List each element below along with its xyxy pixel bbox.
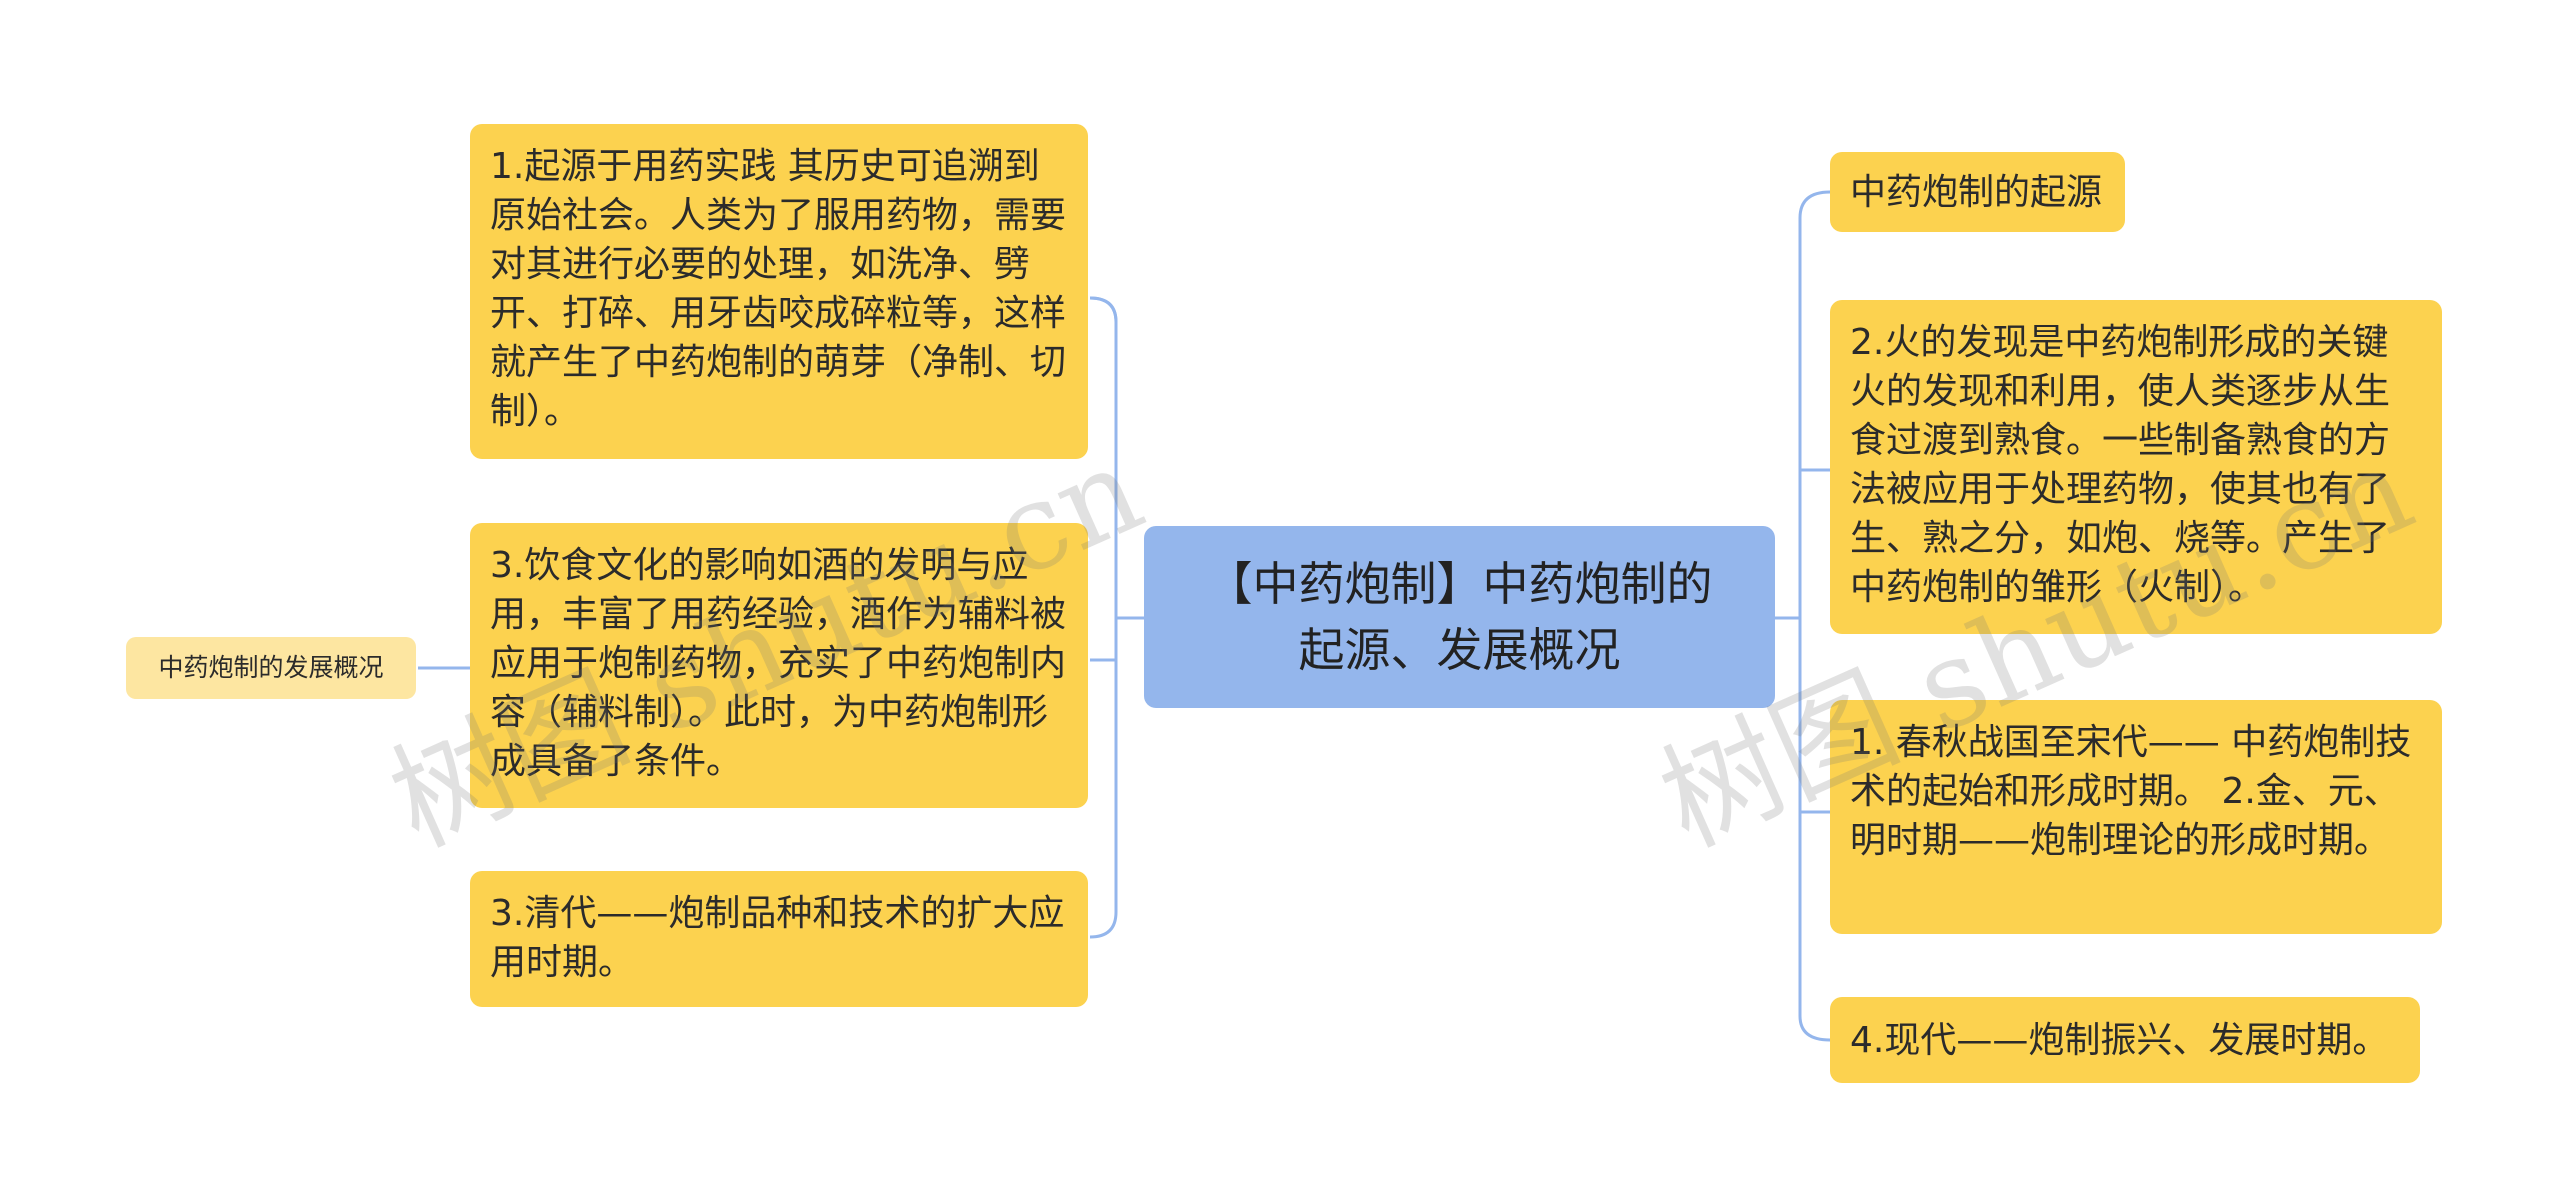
right-node-fire-discovery[interactable]: 2.火的发现是中药炮制形成的关键 火的发现和利用，使人类逐步从生食过渡到熟食。一… xyxy=(1830,300,2442,634)
branch-label-development[interactable]: 中药炮制的发展概况 xyxy=(126,637,416,699)
left-node-text-3: 3.清代——炮制品种和技术的扩大应用时期。 xyxy=(490,893,1065,983)
right-node-text-3: 1. 春秋战国至宋代—— 中药炮制技术的起始和形成时期。 2.金、元、明时期——… xyxy=(1850,722,2412,861)
right-node-spring-autumn[interactable]: 1. 春秋战国至宋代—— 中药炮制技术的起始和形成时期。 2.金、元、明时期——… xyxy=(1830,700,2442,934)
right-node-text-4: 4.现代——炮制振兴、发展时期。 xyxy=(1850,1019,2389,1061)
left-node-qing-dynasty[interactable]: 3.清代——炮制品种和技术的扩大应用时期。 xyxy=(470,871,1088,1007)
right-node-text-2: 2.火的发现是中药炮制形成的关键 火的发现和利用，使人类逐步从生食过渡到熟食。一… xyxy=(1850,322,2400,608)
right-node-modern[interactable]: 4.现代——炮制振兴、发展时期。 xyxy=(1830,997,2420,1083)
right-node-origin[interactable]: 中药炮制的起源 xyxy=(1830,152,2125,232)
root-node[interactable]: 【中药炮制】中药炮制的 起源、发展概况 xyxy=(1144,526,1775,708)
left-node-origin-practice[interactable]: 1.起源于用药实践 其历史可追溯到原始社会。人类为了服用药物，需要对其进行必要的… xyxy=(470,124,1088,459)
connector-bracket-label xyxy=(1089,296,1118,323)
connector-right-bracket xyxy=(1798,190,1831,1042)
connector-left-bracket xyxy=(1089,296,1118,939)
right-node-text-1: 中药炮制的起源 xyxy=(1850,171,2103,213)
left-node-text-2: 3.饮食文化的影响如酒的发明与应用，丰富了用药经验，酒作为辅料被应用于炮制药物，… xyxy=(490,545,1067,782)
left-node-text-1: 1.起源于用药实践 其历史可追溯到原始社会。人类为了服用药物，需要对其进行必要的… xyxy=(490,146,1067,432)
left-node-food-culture[interactable]: 3.饮食文化的影响如酒的发明与应用，丰富了用药经验，酒作为辅料被应用于炮制药物，… xyxy=(470,523,1088,808)
branch-label-text: 中药炮制的发展概况 xyxy=(158,653,384,682)
root-title-line2: 起源、发展概况 xyxy=(1298,623,1621,677)
root-title-line1: 【中药炮制】中药炮制的 xyxy=(1206,557,1713,611)
